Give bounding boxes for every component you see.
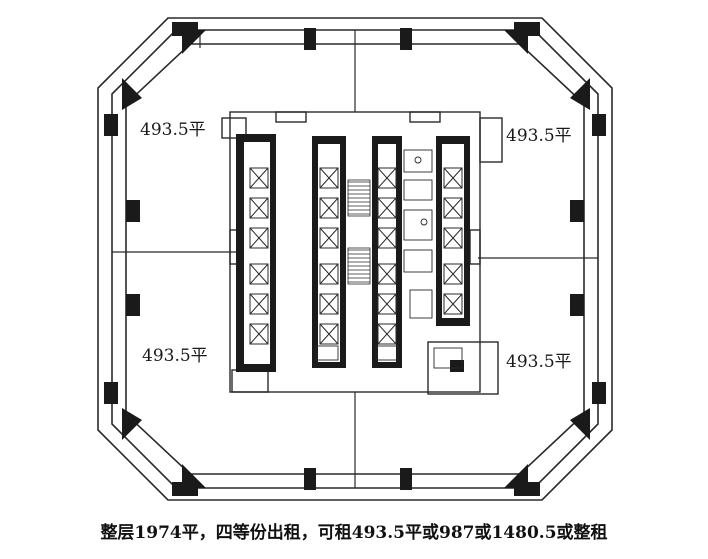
service-area: [315, 149, 463, 369]
unit-division-lines: [112, 30, 598, 488]
elevator-bank-center-right: [377, 167, 397, 345]
unit-area-label-southwest: 493.5平: [140, 346, 210, 366]
unit-area-label-northwest: 493.5平: [138, 120, 208, 140]
elevator-shafts: [249, 167, 463, 345]
elevator-bank-west: [249, 167, 269, 345]
figure-caption: 整层1974平，四等份出租，可租493.5平或987或1480.5或整租: [100, 523, 608, 543]
perimeter-columns: [104, 22, 606, 496]
unit-area-label-northeast: 493.5平: [504, 126, 574, 146]
core-outline: [221, 111, 503, 395]
elevator-bank-east: [443, 167, 463, 315]
core-walls: [236, 134, 470, 372]
stairwells: [347, 179, 371, 285]
unit-area-label-southeast: 493.5平: [504, 352, 574, 372]
elevator-bank-center-left: [319, 167, 339, 345]
